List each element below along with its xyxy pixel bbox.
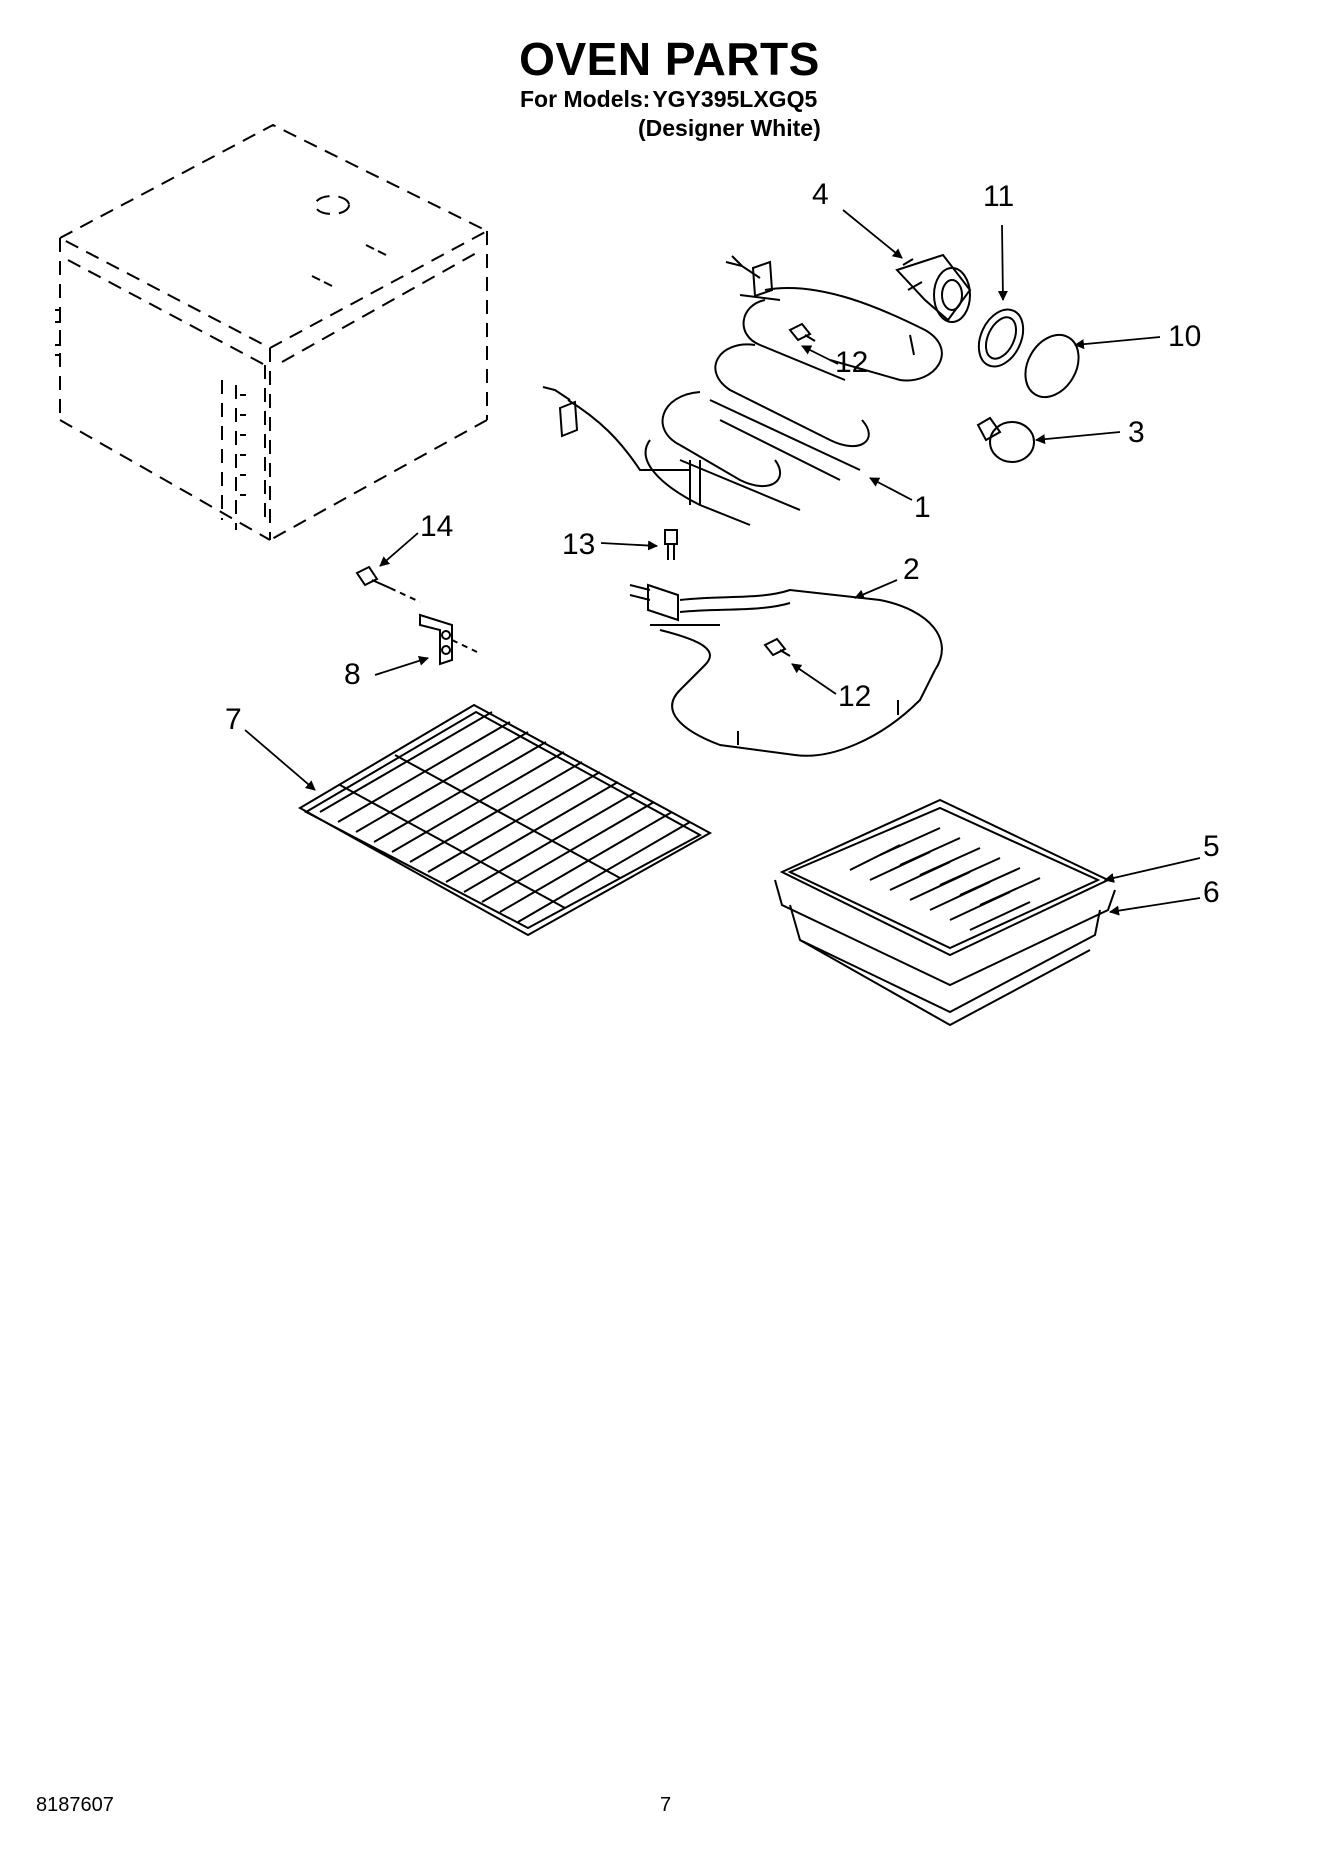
callout-12-upper: 12 (835, 346, 869, 379)
oven-rack-part-7 (297, 703, 713, 937)
leader-arrows (244, 209, 1201, 916)
screw-part-13 (664, 529, 678, 560)
callout-1: 1 (914, 491, 931, 524)
callout-7: 7 (225, 703, 242, 736)
terminal-bracket-part-1 (558, 260, 774, 438)
broil-pan-grid-part-5 (779, 798, 1111, 957)
screw-part-12-lower (763, 637, 791, 657)
callout-2: 2 (903, 553, 920, 586)
oven-cavity-details (55, 244, 387, 496)
callout-12-lower: 12 (838, 680, 872, 713)
callout-6: 6 (1203, 876, 1220, 909)
bake-element-part-2 (629, 583, 943, 757)
light-socket-part-4 (895, 253, 972, 323)
oven-cavity-outline (57, 123, 490, 541)
callout-14: 14 (420, 510, 454, 543)
models-line: For Models:YGY395LXGQ5 (520, 88, 817, 111)
callout-8: 8 (344, 658, 361, 691)
page-title: OVEN PARTS (519, 33, 820, 85)
bracket-part-8 (419, 613, 478, 666)
callout-3: 3 (1128, 416, 1145, 449)
light-bulb-part-3 (976, 416, 1035, 463)
light-lens-part-10 (1024, 334, 1080, 398)
callout-11: 11 (983, 180, 1015, 213)
models-label: For Models: (520, 86, 651, 112)
broil-pan-part-6 (774, 879, 1116, 1027)
variant-label: (Designer White) (638, 115, 821, 141)
callout-13: 13 (562, 528, 596, 561)
document-number: 8187607 (36, 1794, 114, 1816)
screw-part-14 (355, 565, 421, 603)
callout-5: 5 (1203, 830, 1220, 863)
page-number: 7 (660, 1794, 672, 1816)
callout-10: 10 (1168, 320, 1202, 353)
models-value: YGY395LXGQ5 (652, 86, 818, 112)
screw-part-12-upper (788, 322, 816, 342)
gasket-part-11 (977, 308, 1025, 368)
callout-4: 4 (812, 178, 829, 211)
